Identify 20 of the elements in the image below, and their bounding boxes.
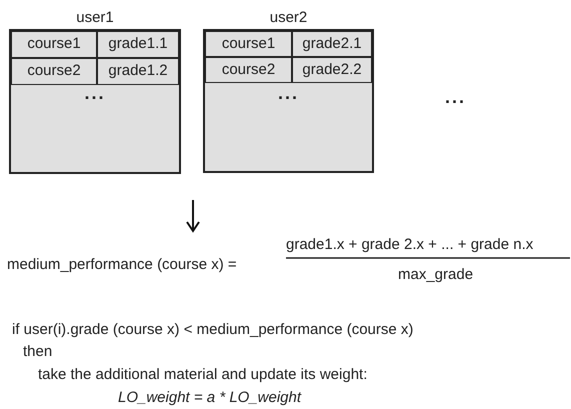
pseudocode-line: if user(i).grade (course x) < medium_performance (course x) [12,321,414,339]
table-cell: grade1.1 [97,31,179,58]
table-heading: user2 [268,9,308,27]
table-cell: course1 [205,31,292,57]
denominator-text: max_grade [398,266,474,284]
table-cell: course1 [11,31,97,58]
pseudocode-line: take the additional material and update its weight: [38,366,368,384]
table-cell: course2 [11,58,97,85]
formula-text: medium_performance (course x) = [7,256,237,274]
ellipsis-text: ... [445,88,466,106]
ellipsis-text: ... [276,83,300,104]
table-heading: user1 [75,9,115,27]
pseudocode-line: LO_weight = a * LO_weight [118,389,302,407]
pseudocode-line: then [23,343,52,361]
table-cell: grade1.2 [97,58,179,85]
table-cell: grade2.1 [292,31,372,57]
table-cell: course2 [205,57,292,83]
numerator-text: grade1.x + grade 2.x + ... + grade n.x [286,236,534,254]
ellipsis-text: ... [83,83,106,104]
table-cell: grade2.2 [292,57,372,83]
